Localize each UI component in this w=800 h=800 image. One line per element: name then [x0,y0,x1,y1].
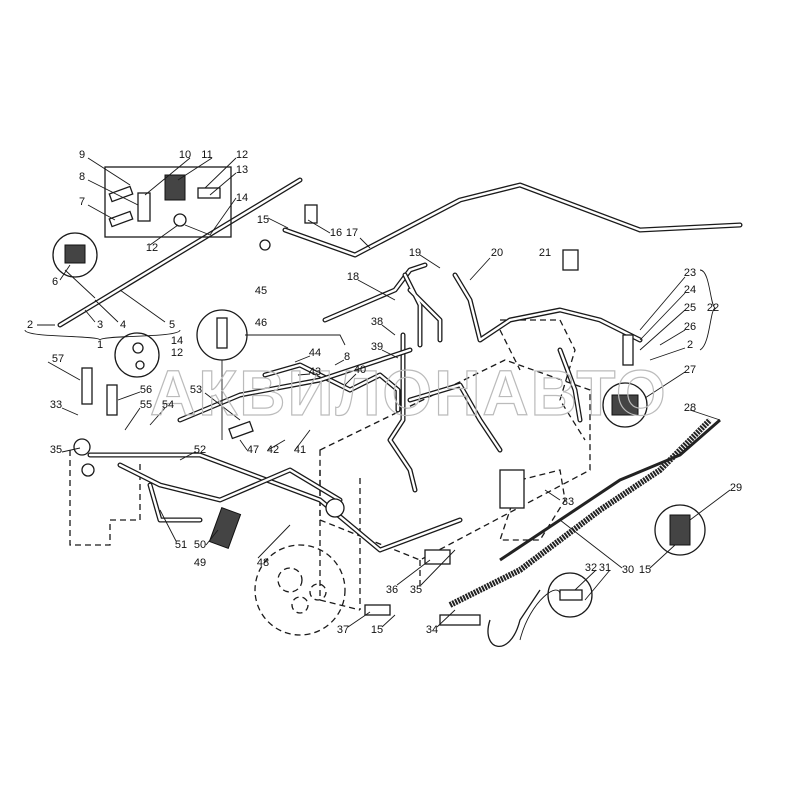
callout-27: 27 [684,364,696,376]
callout-50: 50 [194,539,206,551]
callout-15: 15 [257,214,269,226]
callout-30: 30 [622,564,634,576]
callout-47: 47 [247,444,259,456]
callout-44: 44 [309,347,321,359]
watermark: АКВИЛОНАВТО [150,357,668,429]
callout-55: 55 [140,399,152,411]
callout-49: 49 [194,557,206,569]
engine-block [69,319,591,636]
callout-4: 4 [120,319,126,331]
callout-23: 23 [684,267,696,279]
callout-2: 2 [687,339,693,351]
callout-13: 13 [236,164,248,176]
callout-53: 53 [190,384,202,396]
callout-12: 12 [146,242,158,254]
callout-37: 37 [337,624,349,636]
callout-40: 40 [354,364,366,376]
callout-17: 17 [346,227,358,239]
leader-lines [24,157,731,641]
callout-7: 7 [79,196,85,208]
callout-38: 38 [371,316,383,328]
callout-33: 33 [562,496,574,508]
callout-15: 15 [371,624,383,636]
callout-1: 1 [97,339,103,351]
callout-57: 57 [52,353,64,365]
callout-10: 10 [179,149,191,161]
callout-32: 32 [585,562,597,574]
callout-36: 36 [386,584,398,596]
callout-2: 2 [27,319,33,331]
callout-8: 8 [344,351,350,363]
callout-25: 25 [684,302,696,314]
callout-14: 14 [236,192,248,204]
callout-22: 22 [707,302,719,314]
callout-8: 8 [79,171,85,183]
callout-11: 11 [201,149,212,161]
callout-21: 21 [539,247,551,259]
callout-31: 31 [599,562,611,574]
callout-26: 26 [684,321,696,333]
callout-15: 15 [639,564,651,576]
callout-43: 43 [309,366,321,378]
callout-28: 28 [684,402,696,414]
callout-48: 48 [257,557,269,569]
callout-14: 14 [171,335,183,347]
callout-24: 24 [684,284,696,296]
braided-hose [448,417,721,648]
callout-42: 42 [267,444,279,456]
callout-35: 35 [410,584,422,596]
callout-5: 5 [169,319,175,331]
callout-9: 9 [79,149,85,161]
callout-16: 16 [330,227,342,239]
callout-51: 51 [175,539,187,551]
callout-56: 56 [140,384,152,396]
callout-39: 39 [371,341,383,353]
callout-52: 52 [194,444,206,456]
callout-12: 12 [236,149,248,161]
callout-18: 18 [347,271,359,283]
callout-46: 46 [255,317,267,329]
callout-33: 33 [50,399,62,411]
callout-3: 3 [97,319,103,331]
callout-45: 45 [255,285,267,297]
callout-29: 29 [730,482,742,494]
callout-6: 6 [52,276,58,288]
fuel-lines [57,177,743,553]
callout-20: 20 [491,247,503,259]
callout-34: 34 [426,624,438,636]
callout-12: 12 [171,347,183,359]
callout-35: 35 [50,444,62,456]
callout-19: 19 [409,247,421,259]
callout-54: 54 [162,399,174,411]
callout-41: 41 [294,444,306,456]
